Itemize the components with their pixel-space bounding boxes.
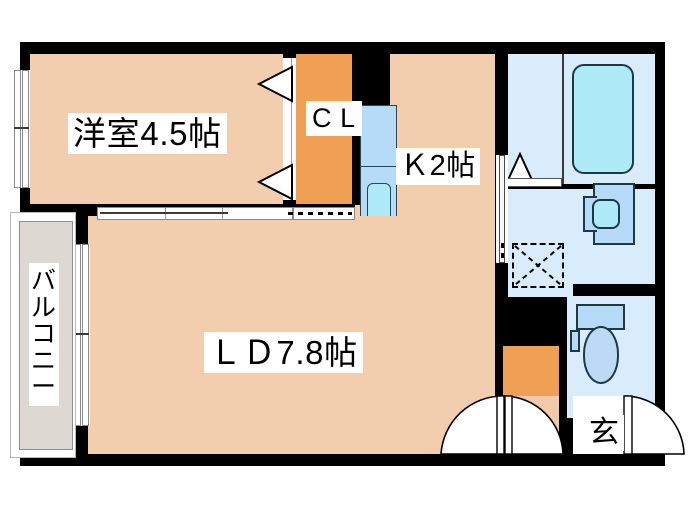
bedroom-window-sash-outer <box>14 70 21 188</box>
label-balcony-char-4: ー <box>31 373 57 401</box>
washroom-door-track <box>501 243 504 293</box>
sliding-door-rail <box>100 212 228 214</box>
toilet-lever-icon <box>570 330 580 352</box>
label-closet-line-2: L <box>340 103 356 133</box>
bathtub-icon <box>572 64 634 174</box>
bedroom-window-midmark <box>14 127 29 129</box>
closet-folding-door <box>256 65 293 201</box>
label-balcony-char-2: コ <box>31 320 57 348</box>
label-balcony-char-0: バ <box>31 267 57 295</box>
label-balcony-char-3: ニ <box>31 346 57 375</box>
label-balcony: バ ル コ ニ ー <box>29 263 59 406</box>
bath-divider-line <box>562 54 564 184</box>
label-balcony-char-1: ル <box>31 293 57 322</box>
label-kitchen: Ｋ2帖 <box>396 148 480 185</box>
shoe-cabinet-icon <box>503 346 559 396</box>
ld-balcony-window-sash-inner <box>82 244 89 426</box>
bedroom-window-sash-inner <box>22 70 29 188</box>
closet-door-track <box>288 212 352 215</box>
ld-balcony-window-midmark <box>74 333 89 335</box>
kitchen-counter-icon <box>360 105 397 167</box>
washing-machine-cross <box>514 245 562 286</box>
label-closet-line-1: C <box>312 103 333 133</box>
vanity-basin-icon <box>592 199 620 229</box>
label-entrance: 玄 <box>585 415 624 451</box>
toilet-bowl-icon <box>583 326 619 384</box>
front-door-icon[interactable] <box>622 394 700 458</box>
closet-door-jamb-line <box>291 58 292 200</box>
hall-door-left-icon <box>440 395 505 455</box>
washing-machine-slot <box>512 243 564 288</box>
label-closet: C L <box>306 101 362 137</box>
label-living-dining: ＬＤ7.8帖 <box>204 332 363 373</box>
hall-door-right-icon <box>504 395 564 455</box>
bathroom-door-sill <box>506 178 562 187</box>
label-bedroom: 洋室4.5帖 <box>68 113 227 154</box>
